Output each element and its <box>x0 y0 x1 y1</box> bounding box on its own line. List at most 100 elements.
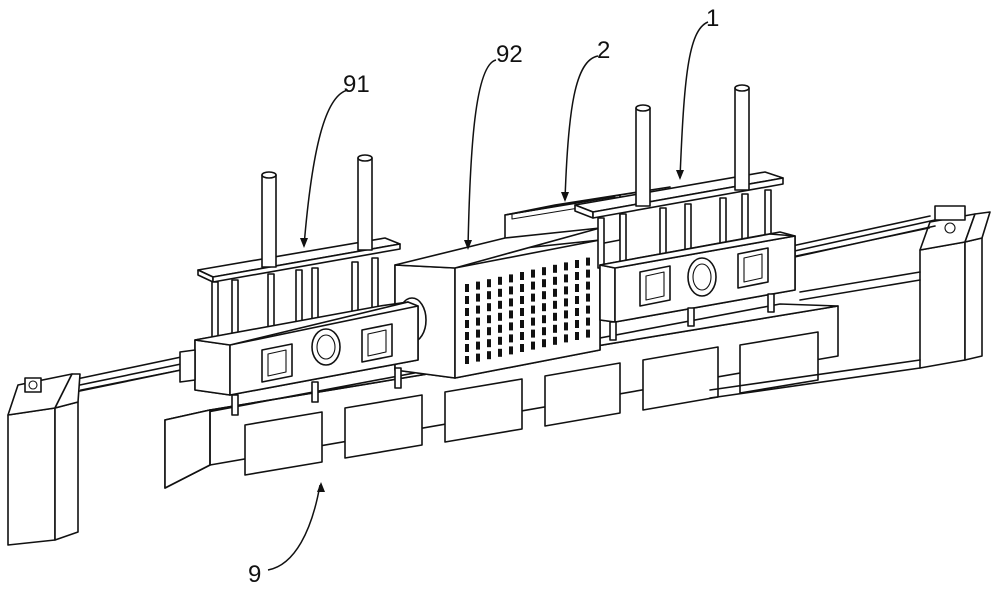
vent-slot <box>531 293 535 302</box>
leader-92 <box>467 59 497 249</box>
vent-slot <box>531 329 535 338</box>
left-press <box>179 154 419 416</box>
label-9: 9 <box>248 561 261 588</box>
right-end-post <box>919 205 991 369</box>
vent-slot <box>520 308 524 316</box>
vent-slot <box>586 257 590 266</box>
vent-slot <box>509 334 513 343</box>
vent-slot <box>498 300 502 309</box>
vent-slot <box>498 312 502 321</box>
ventilated-cabinet <box>394 227 601 379</box>
vent-slot <box>586 293 590 302</box>
vent-slot <box>564 262 568 271</box>
leader-92-arrow <box>464 240 472 250</box>
vent-slot <box>487 303 491 312</box>
vent-slot <box>520 320 524 328</box>
vent-slot <box>542 315 546 324</box>
vent-slot <box>498 324 502 333</box>
vent-slot <box>487 315 491 324</box>
vent-slot <box>487 351 491 360</box>
leader-2 <box>564 55 599 201</box>
vent-slot <box>575 284 579 292</box>
leader-1 <box>679 21 709 179</box>
vent-slot <box>509 286 513 295</box>
vent-slot <box>553 288 557 297</box>
vent-slot <box>465 344 469 352</box>
vent-slot <box>531 269 535 278</box>
vent-slot <box>553 324 557 333</box>
leader-9-arrow <box>317 482 325 492</box>
vent-slot <box>498 288 502 297</box>
vent-slot <box>553 276 557 285</box>
vent-slot <box>531 281 535 290</box>
vent-slot <box>509 346 513 355</box>
vent-slot <box>465 284 469 292</box>
leader-1-arrow <box>676 170 684 180</box>
vent-slot <box>487 339 491 348</box>
vent-slot <box>575 272 579 280</box>
vent-slot <box>542 327 546 336</box>
leader-91 <box>303 89 349 247</box>
vent-slot <box>553 300 557 309</box>
vent-slot <box>553 336 557 345</box>
vent-slot <box>509 322 513 331</box>
vent-slot <box>476 305 480 314</box>
label-91: 91 <box>343 71 370 98</box>
vent-slot <box>498 276 502 285</box>
vent-slot <box>498 336 502 345</box>
vent-slot <box>531 341 535 350</box>
vent-slot <box>476 341 480 350</box>
leader-9 <box>267 484 321 571</box>
vent-slot <box>586 281 590 290</box>
guide-rails <box>71 215 936 393</box>
vent-slot <box>575 296 579 304</box>
vent-slot <box>520 332 524 340</box>
left-end-post <box>7 373 81 546</box>
base-beam <box>164 303 921 489</box>
vent-slot <box>487 291 491 300</box>
leader-2-arrow <box>561 192 569 202</box>
vent-slot <box>564 286 568 295</box>
vent-slot <box>476 317 480 326</box>
vent-slot <box>575 260 579 268</box>
leader-91-arrow <box>300 238 308 248</box>
vent-slot <box>498 348 502 357</box>
vent-slot <box>586 317 590 326</box>
vent-slot <box>476 293 480 302</box>
vent-slot <box>487 327 491 336</box>
vent-slot <box>465 320 469 328</box>
vent-slot <box>476 281 480 290</box>
vent-slot <box>465 308 469 316</box>
vent-slot <box>465 332 469 340</box>
vent-slot <box>520 272 524 280</box>
vent-slot <box>520 344 524 352</box>
vent-slot <box>542 339 546 348</box>
vent-slot <box>520 296 524 304</box>
vent-slot <box>553 312 557 321</box>
vent-slot <box>586 329 590 338</box>
label-1: 1 <box>706 5 719 32</box>
vent-slot <box>531 305 535 314</box>
vent-slot <box>564 322 568 331</box>
vent-slot <box>564 334 568 343</box>
vent-slot <box>575 308 579 316</box>
vent-slot <box>531 317 535 326</box>
vent-slot <box>542 291 546 300</box>
vent-slot <box>520 284 524 292</box>
vent-slot <box>476 329 480 338</box>
vent-slot <box>465 356 469 364</box>
vent-slot <box>465 296 469 304</box>
vent-slot <box>542 267 546 276</box>
vent-slot <box>575 332 579 340</box>
vent-slot <box>542 303 546 312</box>
leader-lines <box>267 21 709 571</box>
vent-slot <box>564 274 568 283</box>
label-2: 2 <box>597 37 610 64</box>
vent-slot <box>586 305 590 314</box>
vent-slot <box>564 298 568 307</box>
vent-slot <box>487 279 491 288</box>
vent-slot <box>476 353 480 362</box>
vent-slot <box>509 274 513 283</box>
vent-slot <box>542 279 546 288</box>
